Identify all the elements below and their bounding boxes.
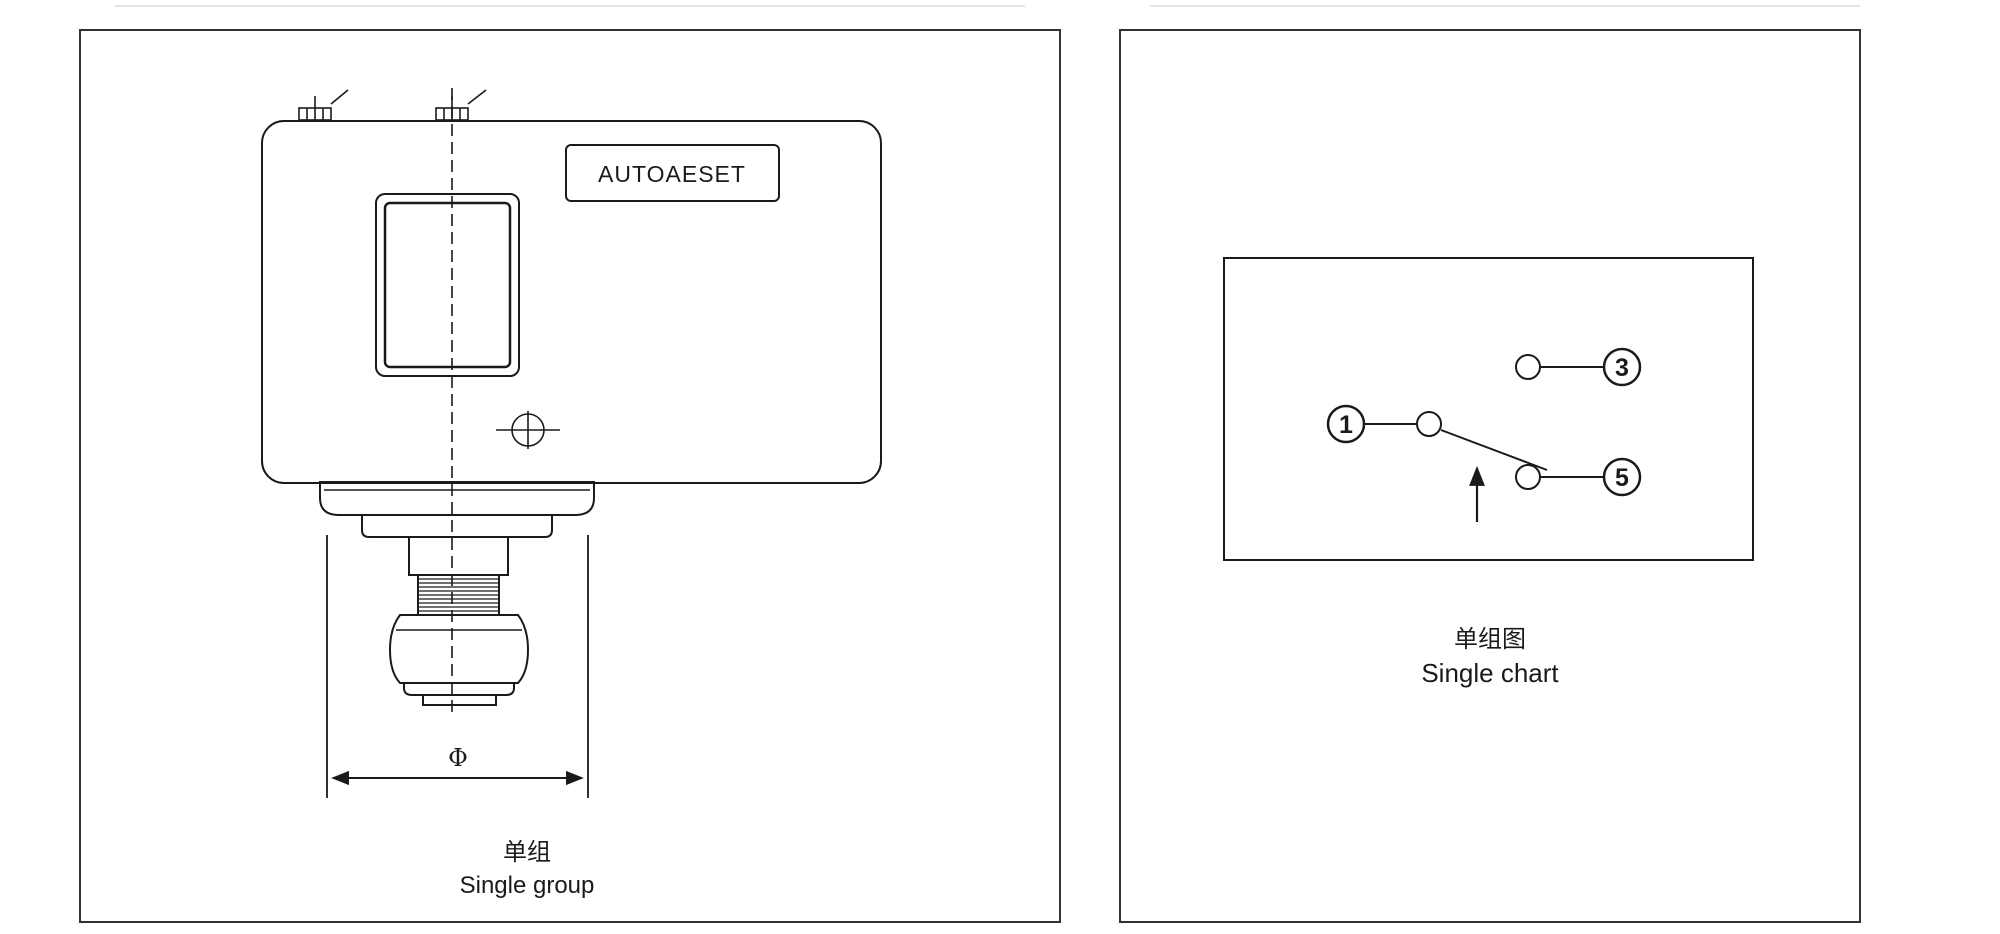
common-contact — [1416, 411, 1442, 437]
pressure-collar — [361, 514, 553, 538]
contact-5 — [1515, 464, 1541, 490]
caption-single-chart-en: Single chart — [1421, 658, 1559, 688]
thread-section — [417, 574, 500, 616]
terminal-5-marker — [1602, 457, 1642, 497]
terminal-3-label: 3 — [1615, 354, 1629, 382]
connector-neck — [408, 536, 509, 576]
single-group-panel: AUTOAESET Φ — [79, 29, 1061, 923]
base-flange — [319, 481, 595, 516]
crosshair-mount-icon — [496, 411, 560, 449]
wiring-schematic-box — [1223, 257, 1754, 561]
brand-label-plate — [565, 144, 780, 202]
adjust-screw-right — [435, 89, 487, 121]
terminal-1-label: 1 — [1339, 411, 1353, 439]
fitting-nut — [388, 614, 530, 684]
dial-window-inner — [383, 201, 512, 369]
switch-blade — [1440, 429, 1548, 471]
contact-3 — [1515, 354, 1541, 380]
terminal-3-marker — [1602, 347, 1642, 387]
fitting-tip — [422, 694, 497, 706]
terminal-5-label: 5 — [1615, 464, 1629, 492]
left-panel-frame — [79, 29, 1061, 923]
adjust-screw-left — [298, 89, 349, 121]
brand-label: AUTOAESET — [598, 161, 746, 187]
caption-single-group-en: Single group — [460, 872, 595, 899]
caption-single-group-cn: 单组 — [503, 839, 551, 866]
single-chart-panel: 1 3 5 单组图 Single chart — [1119, 29, 1861, 923]
diameter-symbol: Φ — [448, 744, 468, 772]
caption-single-chart-cn: 单组图 — [1454, 626, 1526, 653]
dial-window-outer — [375, 193, 520, 377]
fitting-lower-ring — [403, 682, 515, 696]
right-panel-frame — [1119, 29, 1861, 923]
